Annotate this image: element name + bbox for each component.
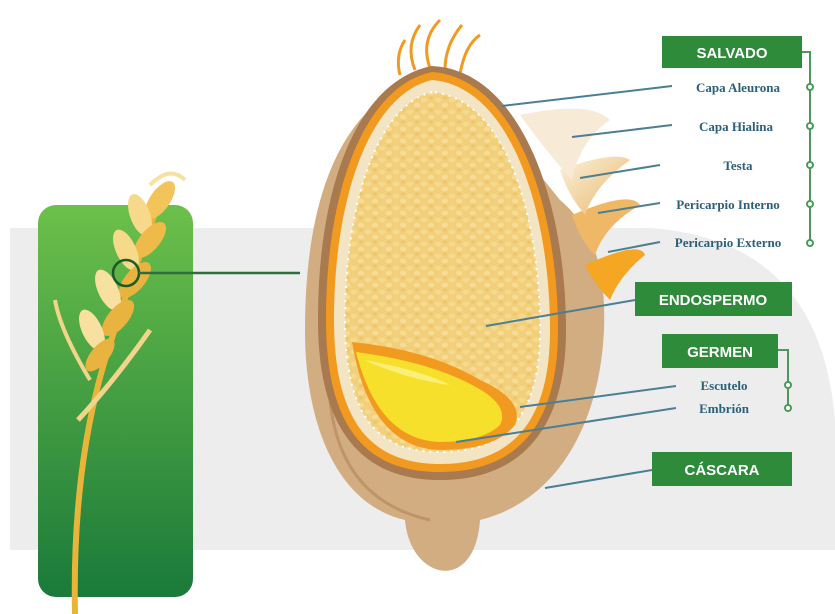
label-endospermo: ENDOSPERMO: [635, 282, 792, 316]
svg-text:ENDOSPERMO: ENDOSPERMO: [659, 292, 768, 309]
label-pericarpio-externo: Pericarpio Externo: [675, 235, 782, 250]
svg-text:CÁSCARA: CÁSCARA: [685, 462, 760, 479]
label-pericarpio-interno: Pericarpio Interno: [676, 197, 780, 212]
label-testa: Testa: [723, 158, 753, 173]
label-capa-hialina: Capa Hialina: [699, 119, 774, 134]
label-cascara: CÁSCARA: [652, 452, 792, 486]
label-salvado: SALVADO: [662, 36, 802, 68]
svg-text:GERMEN: GERMEN: [687, 344, 753, 361]
label-capa-aleurona: Capa Aleurona: [696, 80, 780, 95]
salvado-bracket: [802, 52, 813, 246]
svg-text:SALVADO: SALVADO: [696, 45, 767, 62]
label-escutelo: Escutelo: [701, 378, 748, 393]
label-germen: GERMEN: [662, 334, 778, 368]
label-embrion: Embrión: [699, 401, 750, 416]
